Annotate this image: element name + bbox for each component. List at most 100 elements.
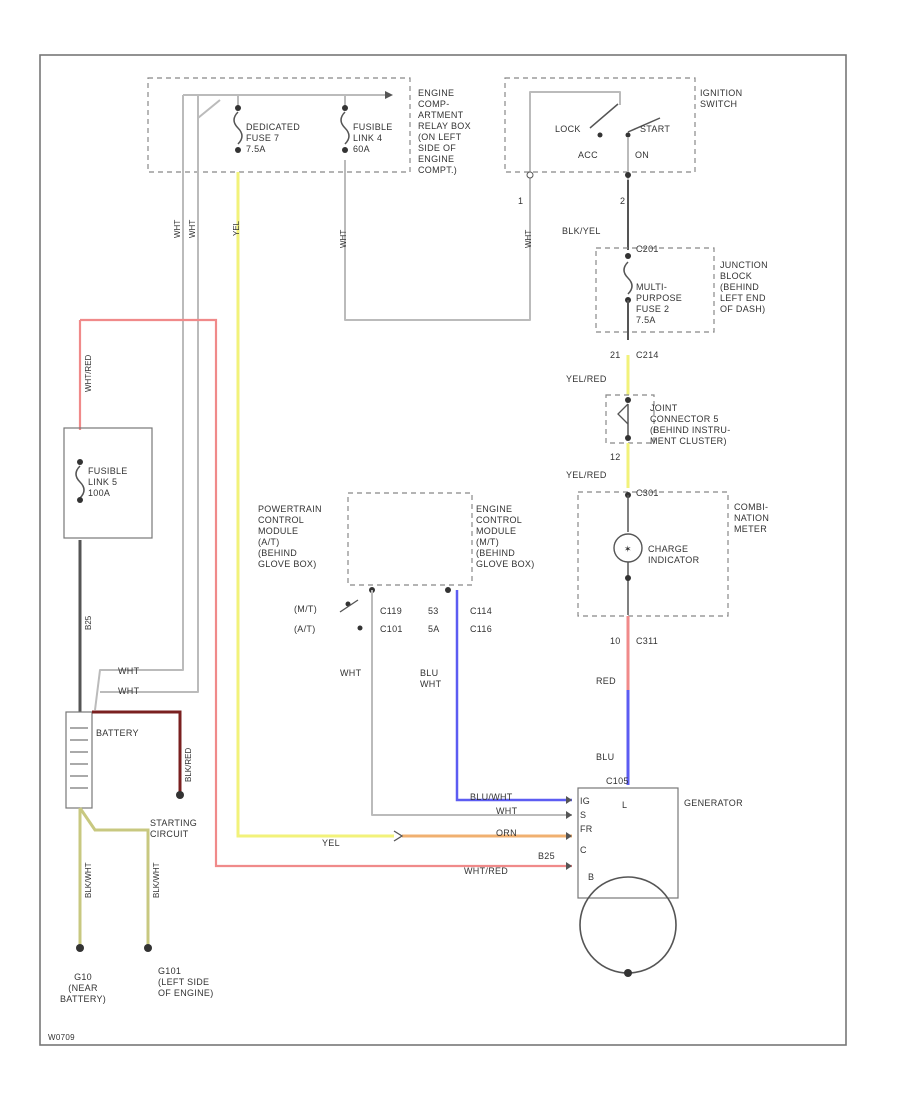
- wire-label-wht-bat-1: WHT: [118, 666, 140, 676]
- fusible-link-4: [340, 105, 350, 153]
- wire-label-yel-red-2: YEL/RED: [566, 470, 607, 480]
- pcm-outline: [347, 492, 473, 586]
- junction-connector-top: C201: [636, 244, 659, 254]
- wire-label-blu: BLU: [596, 752, 615, 762]
- generator-box: [577, 787, 679, 899]
- wire-label-red: RED: [596, 676, 616, 686]
- generator-b-connector: B25: [538, 851, 555, 861]
- generator-connector: C105: [606, 776, 629, 786]
- diagram-frame: [39, 54, 847, 1046]
- pcm-at-label: (A/T): [294, 624, 316, 634]
- ignition-on-label: ON: [635, 150, 650, 160]
- wht-feed-wires: [94, 91, 531, 711]
- relay-box-outline: [147, 77, 411, 173]
- wht-pcm-wire: [371, 590, 572, 816]
- pcm-pin-mt: C119: [380, 606, 403, 616]
- joint-connector-pin: 12: [610, 452, 621, 462]
- ignition-switch-contacts: [526, 91, 661, 180]
- wire-label-wht-2: WHT: [188, 219, 197, 238]
- wire-label-wht-red-v: WHT/RED: [84, 354, 93, 392]
- wire-label-wht-red-h: WHT/RED: [464, 866, 509, 876]
- junction-pin-21: 21: [610, 350, 621, 360]
- pcm-pin-5a: 5A: [428, 624, 440, 634]
- ground-wire-2: [78, 807, 150, 945]
- generator-pin-fr: FR: [580, 824, 593, 834]
- generator-title: GENERATOR: [684, 798, 743, 808]
- wire-label-yel-red-1: YEL/RED: [566, 374, 607, 384]
- figure-id: W0709: [48, 1033, 75, 1042]
- combination-meter-outline: [577, 491, 729, 617]
- generator-pin-s: S: [580, 810, 587, 820]
- generator-arrows: [566, 796, 572, 870]
- ignition-pin-2: 2: [620, 196, 626, 206]
- svg-text:✶: ✶: [624, 544, 632, 554]
- pcm-pin-at: C101: [380, 624, 403, 634]
- combination-meter-connector-bottom: C311: [636, 636, 659, 646]
- fusible-link-5-box: [63, 427, 153, 539]
- fusible-link-5-symbol: [75, 459, 85, 503]
- multipurpose-fuse-2: [623, 253, 633, 340]
- wire-label-wht-h: WHT: [496, 806, 518, 816]
- ignition-switch-outline: [504, 77, 696, 173]
- wire-label-orn-h: ORN: [496, 828, 517, 838]
- ignition-lock-label: LOCK: [555, 124, 581, 134]
- junction-connector-bottom: C214: [636, 350, 659, 360]
- wire-label-blk-yel: BLK/YEL: [562, 226, 601, 236]
- battery-symbol: [65, 711, 93, 809]
- wire-label-wht-4: WHT: [524, 229, 533, 248]
- wire-label-wht-pcm: WHT: [340, 668, 362, 678]
- pcm-pin-53: 53: [428, 606, 439, 616]
- charge-indicator: ✶: [613, 492, 643, 615]
- wire-label-blk-wht-1: BLK/WHT: [84, 862, 93, 898]
- wire-label-blk-red-v: BLK/RED: [184, 747, 193, 782]
- wire-label-blk-v: B25: [84, 615, 93, 630]
- generator-pin-c: C: [580, 845, 587, 855]
- generator-pin-ig: IG: [580, 796, 591, 806]
- generator-symbol: [579, 876, 677, 974]
- wire-label-wht-3: WHT: [339, 229, 348, 248]
- generator-l-label: L: [622, 800, 628, 810]
- wire-label-blu-wht-h: BLU/WHT: [470, 792, 513, 802]
- wht-red-wire: [80, 318, 572, 868]
- pcm-mt-label: (M/T): [294, 604, 317, 614]
- joint-connector-5: [617, 397, 631, 441]
- wire-label-wht-bat-2: WHT: [118, 686, 140, 696]
- ignition-start-label: START: [640, 124, 671, 134]
- wire-label-yel: YEL: [232, 220, 241, 236]
- dedicated-fuse-7: [233, 105, 243, 153]
- junction-block-outline: [595, 247, 715, 333]
- wire-label-wht-1: WHT: [173, 219, 182, 238]
- battery-label: BATTERY: [96, 728, 139, 738]
- combination-meter-connector: C301: [636, 488, 659, 498]
- combination-meter-pin: 10: [610, 636, 621, 646]
- pcm-conn-r2: C116: [470, 624, 493, 634]
- yel-main-wire: [236, 172, 394, 838]
- wire-label-blk-wht-2: BLK/WHT: [152, 862, 161, 898]
- ignition-acc-label: ACC: [578, 150, 598, 160]
- wire-label-yel-h: YEL: [322, 838, 340, 848]
- ignition-pin-1: 1: [518, 196, 524, 206]
- joint-connector-outline: [605, 394, 655, 444]
- blk-red-wire: [92, 710, 182, 795]
- generator-pin-b: B: [588, 872, 595, 882]
- pcm-conn-r1: C114: [470, 606, 493, 616]
- blu-wht-wire: [455, 590, 572, 802]
